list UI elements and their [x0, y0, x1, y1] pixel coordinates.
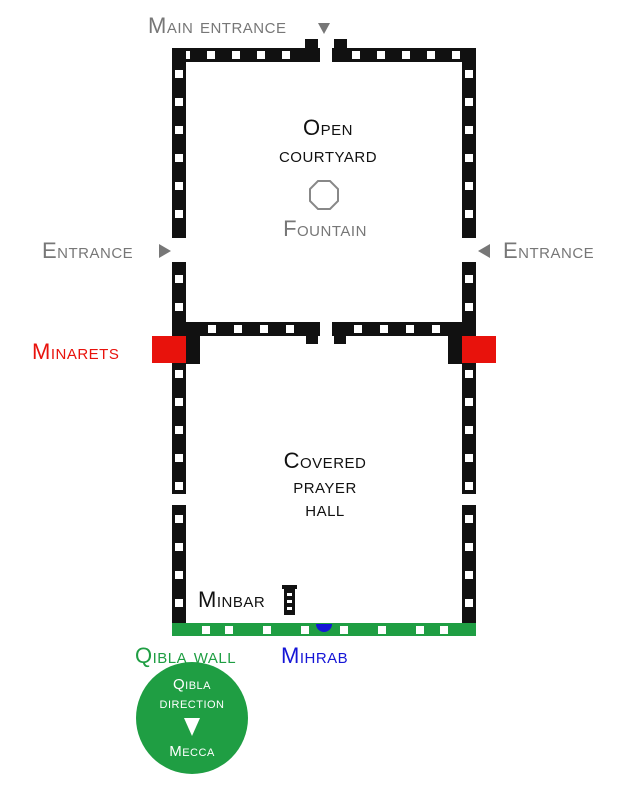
courtyard-label-line2: courtyard — [279, 142, 377, 167]
courtyard-top-wall — [172, 39, 476, 62]
minbar-icon — [282, 585, 297, 615]
prayer-hall-label-line3: hall — [305, 496, 345, 521]
fountain-label: Fountain — [283, 216, 367, 241]
main-entrance-label: Main entrance — [148, 13, 286, 38]
right-entrance-arrow-icon — [478, 244, 490, 258]
entrance-right-label: Entrance — [503, 238, 594, 263]
main-entrance-arrow-icon — [318, 23, 330, 34]
qibla-direction-label-line2: direction — [160, 695, 225, 712]
mihrab-label: Mihrab — [281, 643, 348, 668]
prayer-hall-label-line2: prayer — [293, 473, 357, 498]
left-entrance-arrow-icon — [159, 244, 171, 258]
entrance-left-label: Entrance — [42, 238, 133, 263]
left-wall — [172, 48, 186, 626]
octagon-icon — [309, 180, 339, 210]
minaret-left — [152, 336, 186, 363]
minbar-label: Minbar — [198, 587, 265, 612]
qibla-wall-label: Qibla wall — [135, 643, 236, 668]
prayer-hall-label-line1: Covered — [284, 448, 367, 473]
minaret-right — [462, 336, 496, 363]
courtyard-label-line1: Open — [303, 115, 353, 140]
right-wall — [462, 48, 476, 626]
minarets-label: Minarets — [32, 339, 119, 364]
down-triangle-icon — [184, 718, 200, 736]
mecca-label: Mecca — [169, 743, 215, 760]
dividing-wall — [172, 322, 476, 364]
mihrab-niche — [316, 624, 332, 632]
qibla-direction-label-line1: Qibla — [173, 676, 211, 693]
